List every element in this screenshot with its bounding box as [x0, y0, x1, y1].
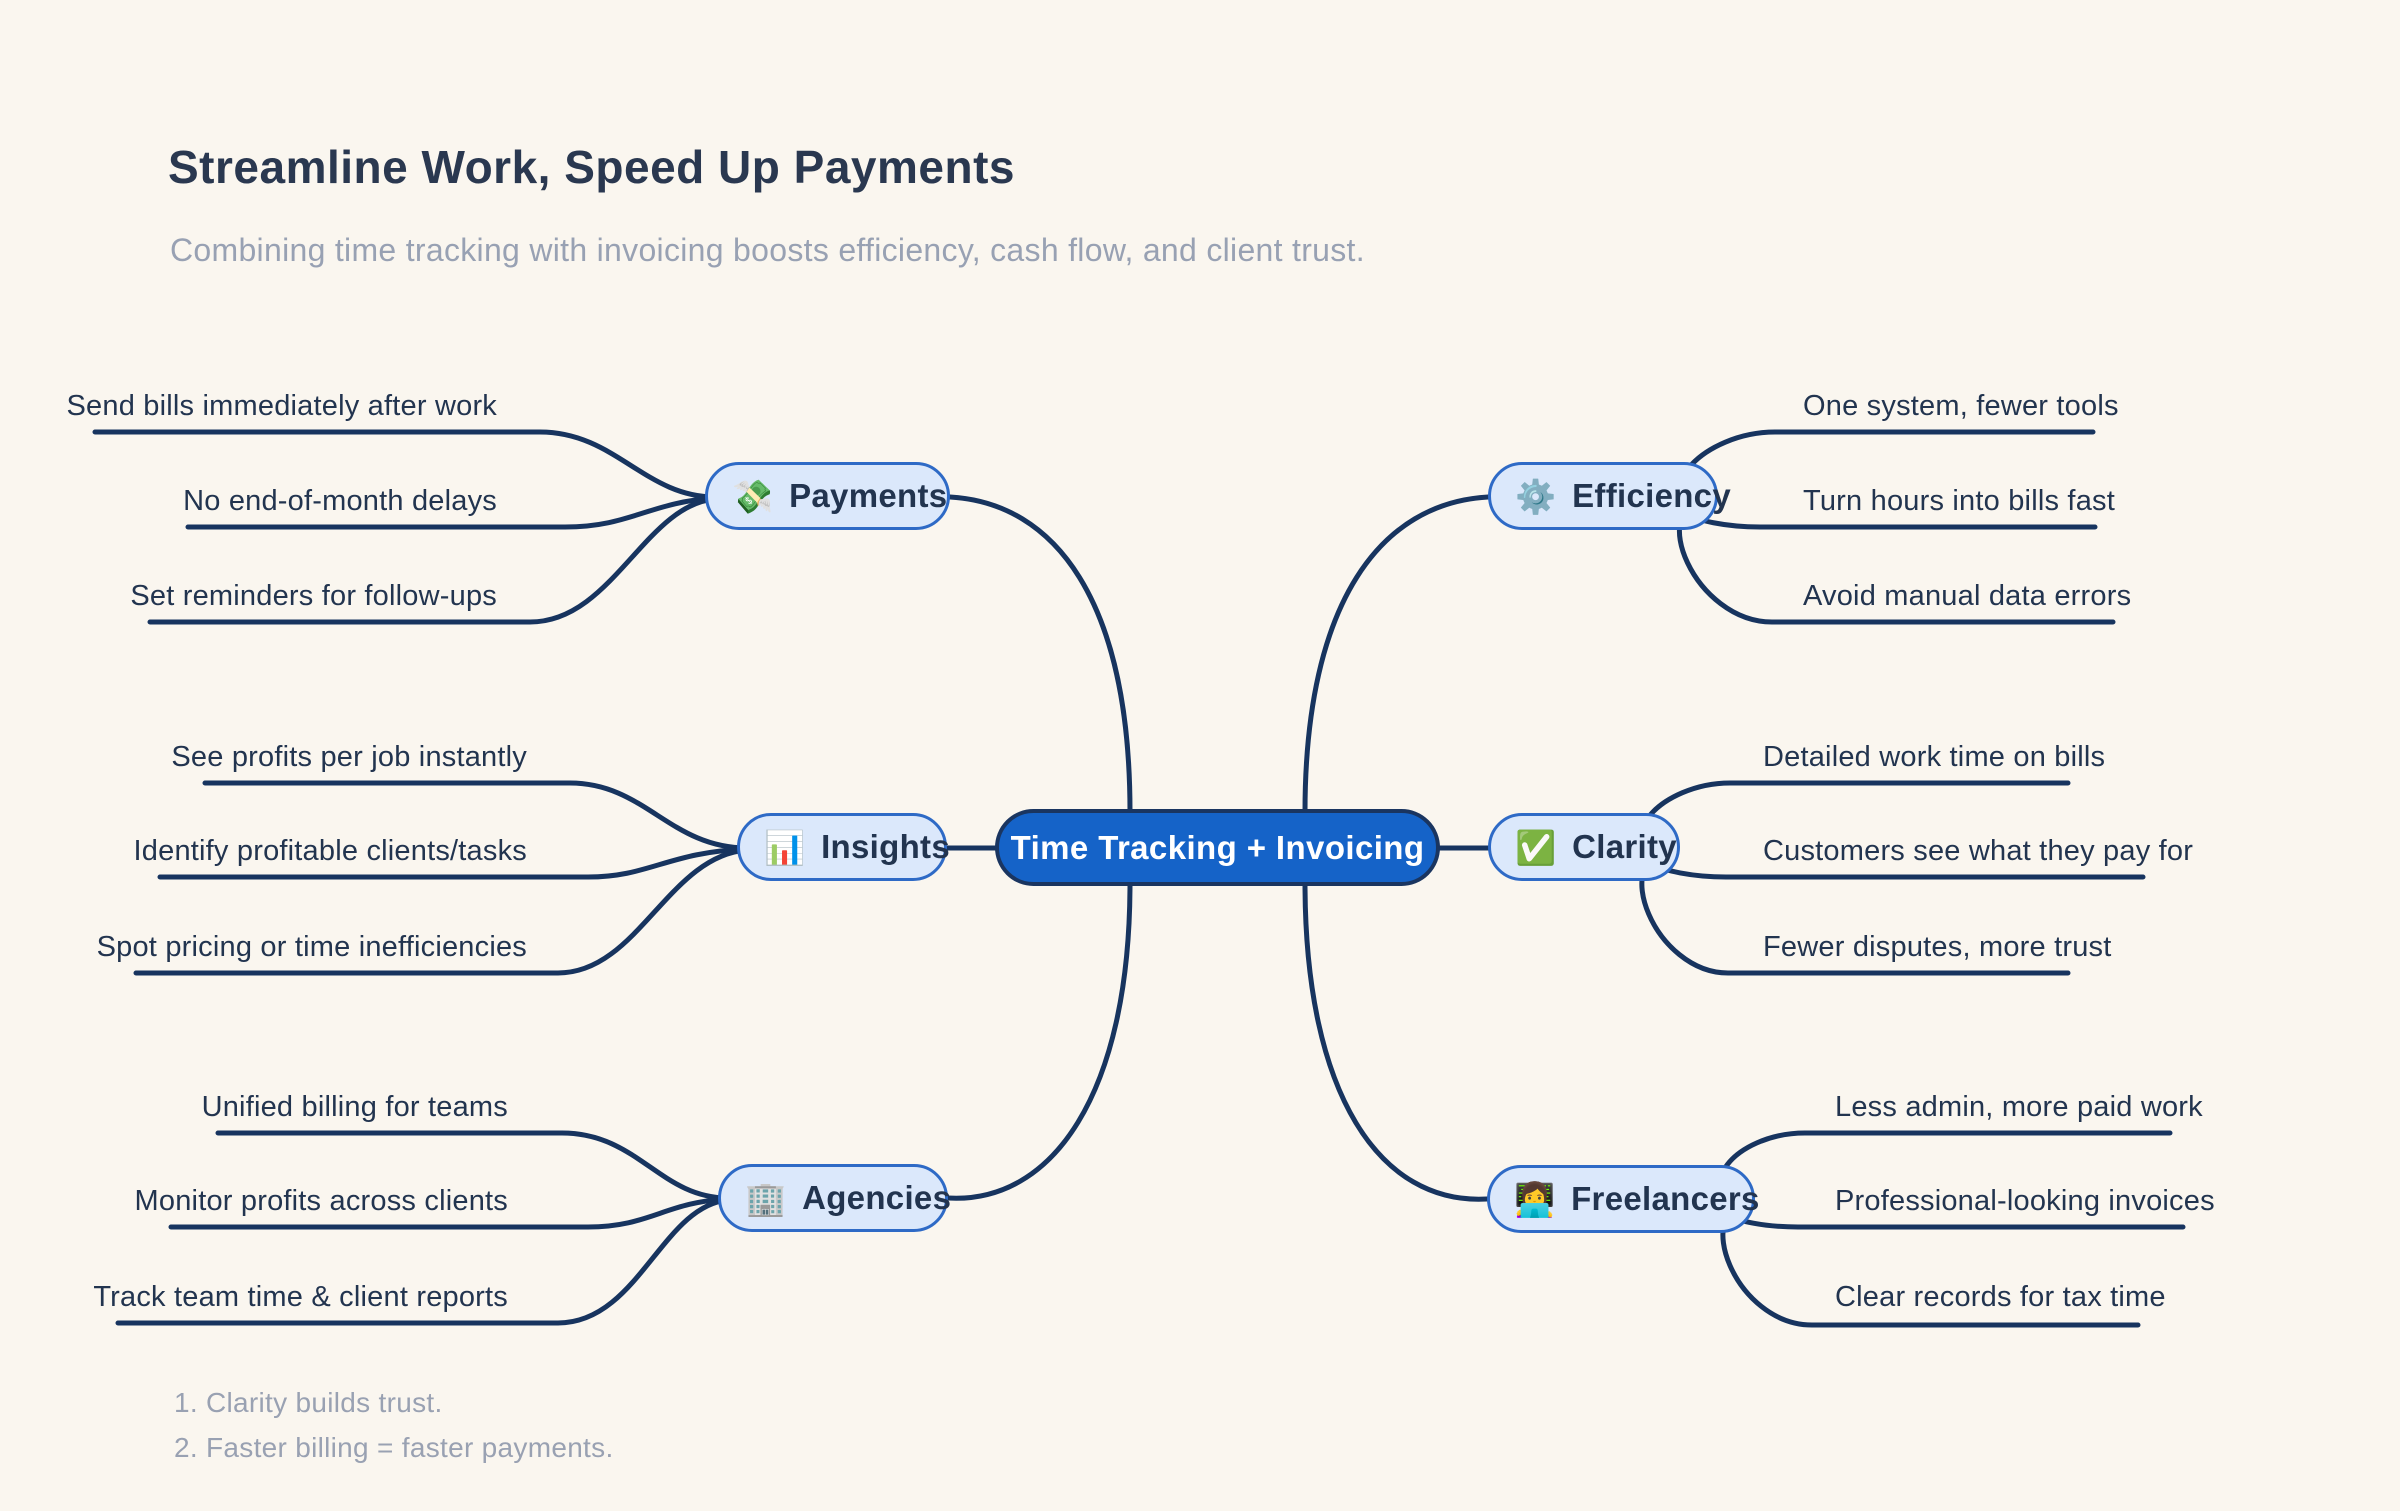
node-agencies[interactable]: 🏢 Agencies: [718, 1164, 952, 1232]
footnotes: 1. Clarity builds trust. 2. Faster billi…: [152, 1380, 614, 1470]
page-subtitle: Combining time tracking with invoicing b…: [170, 232, 1365, 268]
node-payments-label: Payments: [789, 477, 948, 514]
connector-central-efficiency: [1302, 494, 1491, 815]
footnote-1-number: 1.: [174, 1387, 198, 1418]
leaf-clarity-1[interactable]: Detailed work time on bills: [1763, 741, 2106, 773]
node-insights[interactable]: 📊 Insights: [737, 813, 950, 881]
central-node-label: Time Tracking + Invoicing: [1010, 828, 1425, 866]
leaf-payments-2[interactable]: No end-of-month delays: [183, 485, 497, 517]
woman-technologist-icon: 👩‍💻: [1514, 1180, 1556, 1218]
leaf-freelancers-3[interactable]: Clear records for tax time: [1835, 1281, 2166, 1313]
leaf-agencies-1[interactable]: Unified billing for teams: [201, 1091, 508, 1123]
gear-icon: ⚙️: [1515, 477, 1557, 515]
node-clarity[interactable]: ✅ Clarity: [1488, 813, 1680, 881]
footnote-1-text: Clarity builds trust.: [206, 1387, 443, 1418]
node-agencies-label: Agencies: [802, 1179, 952, 1216]
leaf-freelancers-1[interactable]: Less admin, more paid work: [1835, 1091, 2203, 1123]
page-title: Streamline Work, Speed Up Payments: [168, 141, 1015, 193]
footnote-2-number: 2.: [174, 1432, 198, 1463]
office-building-icon: 🏢: [745, 1179, 787, 1217]
node-efficiency-label: Efficiency: [1572, 477, 1731, 514]
node-efficiency[interactable]: ⚙️ Efficiency: [1488, 462, 1731, 530]
leaf-freelancers-2[interactable]: Professional-looking invoices: [1835, 1185, 2215, 1217]
leaf-clarity-2[interactable]: Customers see what they pay for: [1763, 835, 2194, 867]
connector-central-payments: [947, 494, 1133, 815]
leaf-payments-3[interactable]: Set reminders for follow-ups: [130, 580, 497, 612]
bar-chart-icon: 📊: [764, 828, 806, 866]
leaf-clarity-3[interactable]: Fewer disputes, more trust: [1763, 931, 2112, 963]
leaf-insights-2[interactable]: Identify profitable clients/tasks: [133, 835, 527, 867]
footnote-2-text: Faster billing = faster payments.: [206, 1432, 614, 1463]
footnote-1: 1. Clarity builds trust.: [152, 1380, 614, 1425]
node-clarity-label: Clarity: [1572, 828, 1677, 865]
leaf-payments-1[interactable]: Send bills immediately after work: [66, 390, 497, 422]
leaf-efficiency-1[interactable]: One system, fewer tools: [1803, 390, 2119, 422]
leaf-insights-1[interactable]: See profits per job instantly: [171, 741, 527, 773]
node-payments[interactable]: 💸 Payments: [705, 462, 950, 530]
footnote-2: 2. Faster billing = faster payments.: [152, 1425, 614, 1470]
node-insights-label: Insights: [821, 828, 950, 865]
connector-central-freelancers: [1302, 880, 1490, 1202]
leaf-efficiency-2[interactable]: Turn hours into bills fast: [1803, 485, 2115, 517]
check-mark-icon: ✅: [1515, 828, 1557, 866]
central-node[interactable]: Time Tracking + Invoicing: [995, 809, 1440, 886]
connector-central-agencies: [945, 880, 1133, 1201]
node-freelancers[interactable]: 👩‍💻 Freelancers: [1487, 1165, 1759, 1233]
leaf-insights-3[interactable]: Spot pricing or time inefficiencies: [96, 931, 527, 963]
money-with-wings-icon: 💸: [732, 477, 774, 515]
leaf-efficiency-3[interactable]: Avoid manual data errors: [1803, 580, 2132, 612]
leaf-agencies-3[interactable]: Track team time & client reports: [93, 1281, 508, 1313]
leaf-agencies-2[interactable]: Monitor profits across clients: [134, 1185, 508, 1217]
node-freelancers-label: Freelancers: [1571, 1180, 1760, 1217]
